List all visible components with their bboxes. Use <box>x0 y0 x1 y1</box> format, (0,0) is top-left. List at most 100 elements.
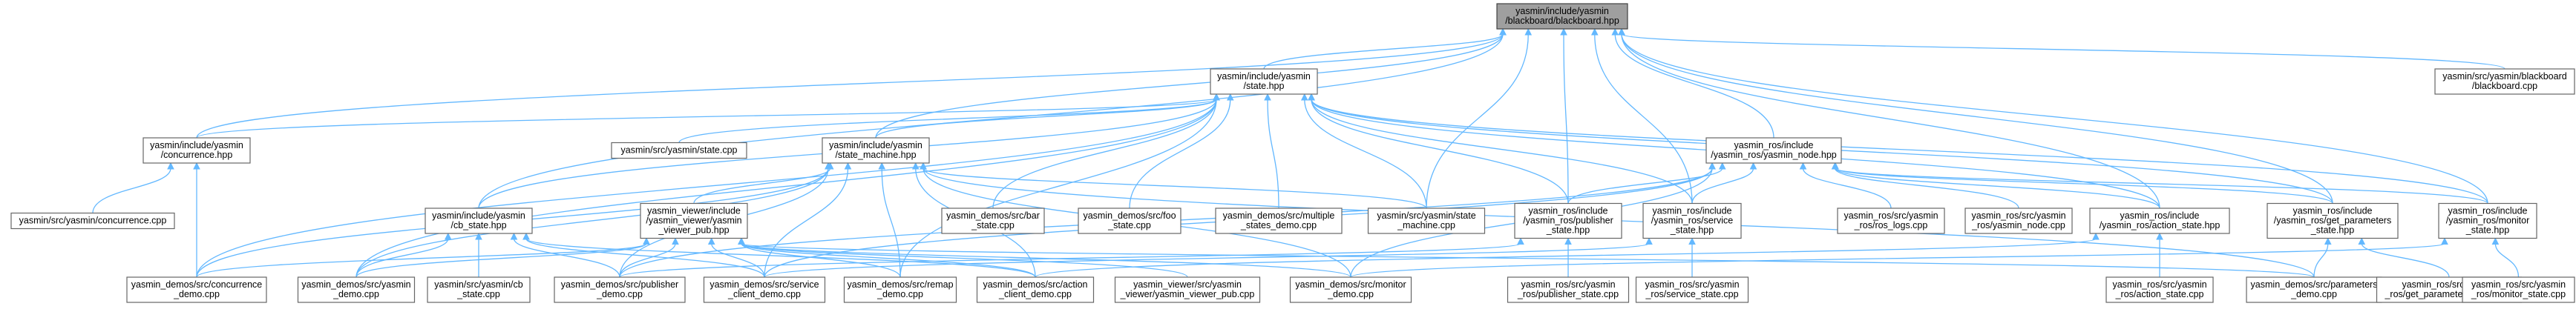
node-cb-state-cpp[interactable]: yasmin/src/yasmin/cb_state.cpp <box>427 276 531 303</box>
arrowhead <box>1645 237 1653 245</box>
node-publisher-demo[interactable]: yasmin_demos/src/publisher_demo.cpp <box>554 276 686 303</box>
arrowhead <box>2491 237 2500 245</box>
node-box <box>1964 208 2073 234</box>
node-label-line: _ros/service_state.cpp <box>1645 289 1738 299</box>
edge-service-state-hpp-to-state-hpp <box>1311 99 1693 204</box>
node-viewer-pub-cpp[interactable]: yasmin_viewer/src/yasmin_viewer/yasmin_v… <box>1114 276 1261 303</box>
node-label-line: _viewer/yasmin_viewer_pub.cpp <box>1120 289 1255 299</box>
node-label-line: _ros/ros_logs.cpp <box>1854 220 1928 230</box>
node-box <box>703 276 826 303</box>
node-box <box>2438 202 2537 239</box>
node-label-line: _state.cpp <box>456 289 500 299</box>
node-action-state-hpp[interactable]: yasmin_ros/include/yasmin_ros/action_sta… <box>2089 208 2230 234</box>
node-label-line: yasmin_demos/src/bar <box>946 210 1040 221</box>
node-label-line: /cb_state.hpp <box>450 220 506 230</box>
node-label-line: _machine.cpp <box>1397 220 1455 230</box>
node-publisher-state-cpp[interactable]: yasmin_ros/src/yasmin_ros/publisher_stat… <box>1507 276 1630 303</box>
node-monitor-state-cpp[interactable]: yasmin_ros/src/yasmin_ros/monitor_state.… <box>2462 276 2575 303</box>
node-bar-state[interactable]: yasmin_demos/src/bar_state.cpp <box>941 208 1045 234</box>
edge-service-client-demo-to-viewer-pub-hpp <box>711 243 765 278</box>
edge-state-machine-cpp-to-state-hpp <box>1304 99 1427 209</box>
node-label-line: _states_demo.cpp <box>1240 220 1317 230</box>
edge-state-machine-hpp-to-blackboard <box>875 33 1504 139</box>
node-yasmin-node-cpp[interactable]: yasmin_ros/src/yasmin_ros/yasmin_node.cp… <box>1964 208 2073 234</box>
edge-service-client-demo-to-service-state-hpp <box>764 242 1650 278</box>
node-publisher-state-hpp[interactable]: yasmin_ros/include/yasmin_ros/publisher_… <box>1514 202 1622 239</box>
node-get-params-hpp[interactable]: yasmin_ros/include/yasmin_ros/get_parame… <box>2267 202 2399 239</box>
node-box <box>427 276 531 303</box>
arrowhead <box>2324 237 2332 245</box>
arrowhead <box>920 162 927 170</box>
arrowhead <box>167 162 174 170</box>
node-service-state-hpp[interactable]: yasmin_ros/include/yasmin_ros/service_st… <box>1642 202 1742 239</box>
node-label-line: /state.hpp <box>1244 81 1285 91</box>
node-label-line: _ros/action_state.cpp <box>2115 289 2204 299</box>
node-state-machine-cpp[interactable]: yasmin/src/yasmin/state_machine.cpp <box>1367 208 1486 234</box>
node-state-cpp[interactable]: yasmin/src/yasmin/state.cpp <box>611 142 747 159</box>
dependency-edges <box>92 27 2520 278</box>
node-state-machine-hpp[interactable]: yasmin/include/yasmin/state_machine.hpp <box>822 137 930 164</box>
node-multiple-states[interactable]: yasmin_demos/src/multiple_states_demo.cp… <box>1215 208 1343 234</box>
node-label-line: /yasmin_ros/get_parameters <box>2274 216 2391 226</box>
node-parameters-demo[interactable]: yasmin_demos/src/parameters_demo.cpp <box>2246 276 2382 303</box>
node-action-state-cpp[interactable]: yasmin_ros/src/yasmin_ros/action_state.c… <box>2105 276 2214 303</box>
node-label-line: yasmin/include/yasmin <box>1515 6 1609 16</box>
node-monitor-demo[interactable]: yasmin_demos/src/monitor_demo.cpp <box>1289 276 1412 303</box>
edge-parameters-demo-to-get-params-hpp <box>2313 243 2329 278</box>
edge-yasmin-demo-to-state-hpp <box>355 99 1217 278</box>
node-remap-demo[interactable]: yasmin_demos/src/remap_demo.cpp <box>843 276 957 303</box>
node-yasmin-demo[interactable]: yasmin_demos/src/yasmin_demo.cpp <box>297 276 416 303</box>
node-service-state-cpp[interactable]: yasmin_ros/src/yasmin_ros/service_state.… <box>1635 276 1749 303</box>
node-label-line: _demo.cpp <box>2290 289 2337 299</box>
arrowhead <box>825 162 832 170</box>
node-service-client-demo[interactable]: yasmin_demos/src/service_client_demo.cpp <box>703 276 826 303</box>
node-label-line: yasmin_ros/include <box>2293 206 2373 216</box>
node-label-line: yasmin_demos/src/monitor <box>1295 279 1406 290</box>
arrowhead <box>193 162 200 170</box>
node-box <box>1114 276 1261 303</box>
node-box <box>976 276 1095 303</box>
node-label-line: yasmin_ros/src/yasmin <box>1645 279 1739 290</box>
node-concurrence-hpp[interactable]: yasmin/include/yasmin/concurrence.hpp <box>142 137 251 164</box>
node-label-line: _state.cpp <box>971 220 1015 230</box>
edge-get-params-cpp-to-get-params-hpp <box>2361 243 2450 278</box>
node-ros-logs[interactable]: yasmin_ros/src/yasmin_ros/ros_logs.cpp <box>1837 208 1945 234</box>
node-label-line: _demo.cpp <box>596 289 643 299</box>
node-box <box>2089 208 2230 234</box>
node-bb-cpp[interactable]: yasmin/src/yasmin/blackboard/blackboard.… <box>2434 68 2575 95</box>
edge-parameters-demo-to-viewer-pub-hpp <box>741 242 2315 278</box>
node-label-line: /yasmin_viewer/yasmin <box>646 216 741 226</box>
node-cb-state-hpp[interactable]: yasmin/include/yasmin/cb_state.hpp <box>425 208 533 234</box>
arrowhead <box>672 237 679 245</box>
node-action-client-demo[interactable]: yasmin_demos/src/action_client_demo.cpp <box>976 276 1095 303</box>
node-yasmin-node-hpp[interactable]: yasmin_ros/include/yasmin_ros/yasmin_nod… <box>1705 137 1842 164</box>
edge-service-client-demo-to-cb-state-hpp <box>525 238 765 278</box>
node-foo-state[interactable]: yasmin_demos/src/foo_state.cpp <box>1078 208 1182 234</box>
node-label-line: _state.hpp <box>2310 225 2354 236</box>
node-box <box>1215 208 1343 234</box>
node-label-line: _client_demo.cpp <box>727 289 801 299</box>
edge-monitor-state-hpp-to-blackboard <box>1621 33 2488 204</box>
node-box <box>941 208 1045 234</box>
node-label-line: yasmin_viewer/src/yasmin <box>1133 279 1242 290</box>
node-label-line: /concurrence.hpp <box>161 150 233 160</box>
node-label-line: _ros/monitor_state.cpp <box>2471 289 2566 299</box>
node-label-line: yasmin_ros/src/yasmin <box>1971 210 2065 221</box>
edge-concurrence-demo-to-state-hpp <box>196 99 1217 278</box>
node-monitor-state-hpp[interactable]: yasmin_ros/include/yasmin_ros/monitor_st… <box>2438 202 2537 239</box>
edge-yasmin-node-hpp-to-blackboard <box>1614 33 1774 139</box>
node-label-line: yasmin/include/yasmin <box>432 210 525 221</box>
arrowhead <box>2092 232 2100 240</box>
node-viewer-pub-hpp[interactable]: yasmin_viewer/include/yasmin_viewer/yasm… <box>640 202 748 239</box>
node-label-line: _client_demo.cpp <box>998 289 1072 299</box>
edge-concurrence-hpp-to-blackboard <box>196 33 1504 139</box>
node-label-line: yasmin_ros/include <box>2120 210 2200 221</box>
node-state-hpp[interactable]: yasmin/include/yasmin/state.hpp <box>1210 68 1318 95</box>
node-label-line: yasmin_demos/src/action <box>983 279 1087 290</box>
node-concurrence-demo[interactable]: yasmin_demos/src/concurrence_demo.cpp <box>126 276 267 303</box>
node-label-line: yasmin/include/yasmin <box>150 140 243 150</box>
node-box <box>2246 276 2382 303</box>
node-label-line: _demo.cpp <box>1327 289 1374 299</box>
node-blackboard[interactable]: yasmin/include/yasmin/blackboard/blackbo… <box>1496 3 1628 30</box>
node-concurrence-cpp[interactable]: yasmin/src/yasmin/concurrence.cpp <box>10 212 175 230</box>
